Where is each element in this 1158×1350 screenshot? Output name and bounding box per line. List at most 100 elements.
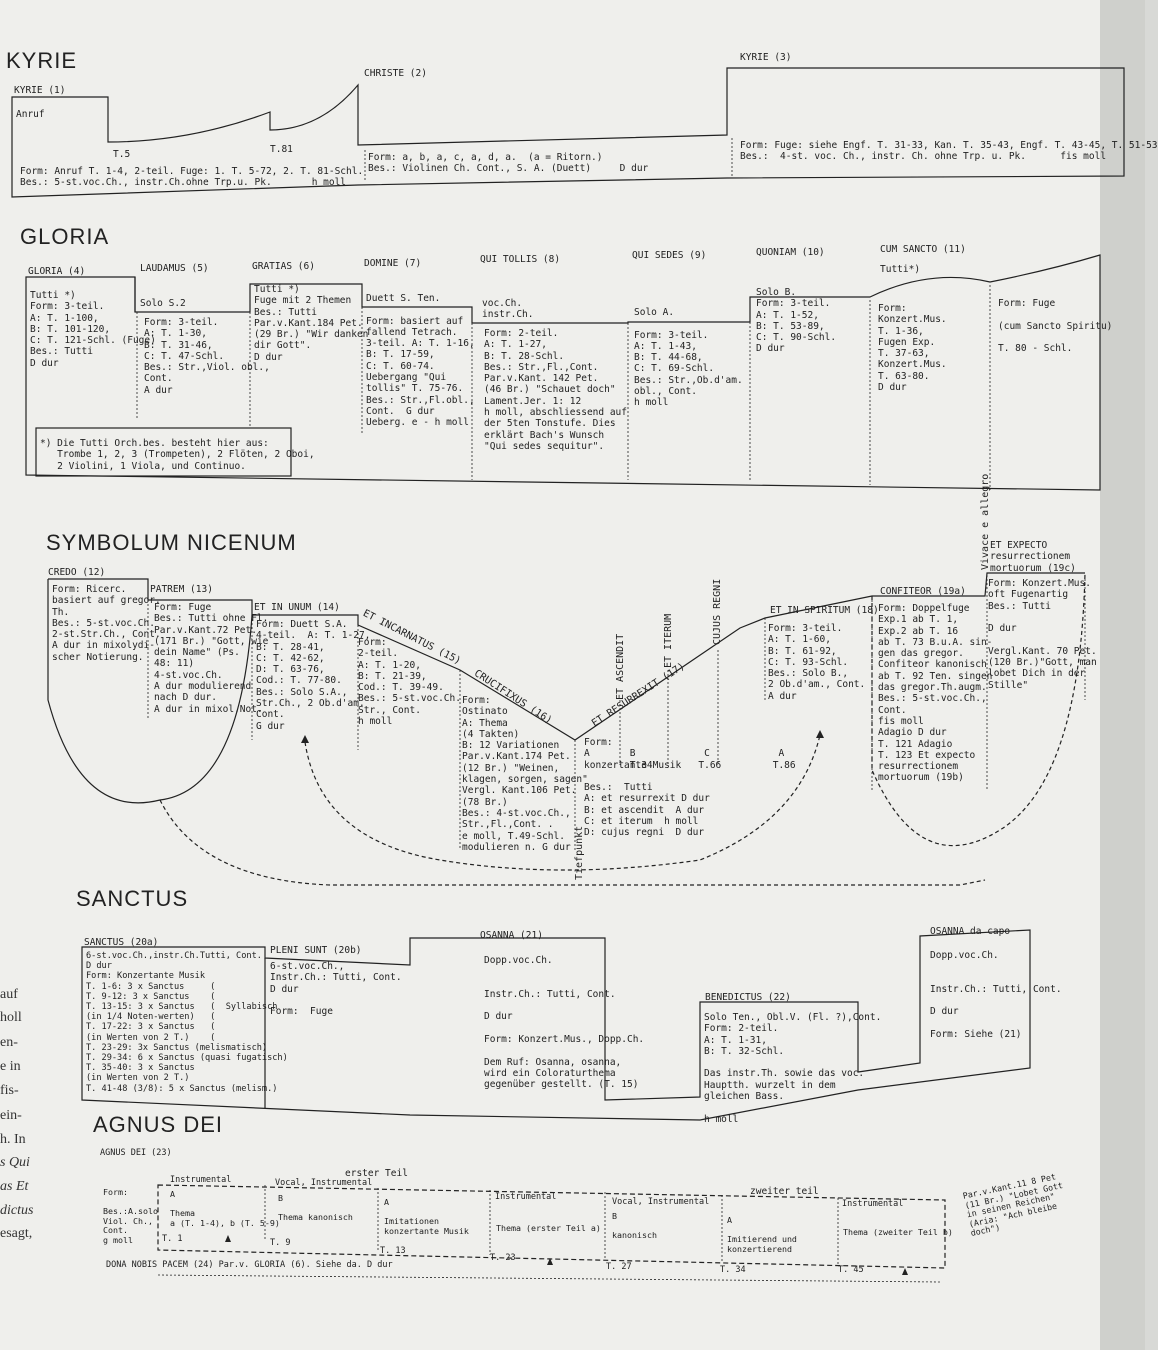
adjacent-page-text: auf holl en- e in fis- ein- h. In s Qui … — [0, 940, 60, 1241]
credo-label: CREDO (12) — [48, 567, 106, 578]
cum-sancto-label: CUM SANCTO (11) — [880, 244, 966, 255]
agnus-t23: T. 23 — [490, 1253, 516, 1263]
domine-text: Duett S. Ten. Form: basiert auf fallend … — [366, 293, 475, 429]
crucifixus-text: Form: Ostinato A: Thema (4 Takten) B: 12… — [462, 695, 588, 853]
agnus-t34: T. 34 — [720, 1265, 746, 1275]
expecto-text: Form: Konzert.Mus. oft Fugenartig Bes.: … — [988, 578, 1097, 691]
patrem-text: Form: Fuge Bes.: Tutti ohne Fl. Par.v.Ka… — [154, 602, 269, 715]
qui-sedes-label: QUI SEDES (9) — [632, 250, 707, 261]
agnus-t1: T. 1 — [162, 1234, 183, 1244]
osanna-text: Dopp.voc.Ch. Instr.Ch.: Tutti, Cont. D d… — [484, 955, 645, 1091]
cum-sancto-text: Form: Konzert.Mus. T. 1-36, Fugen Exp. T… — [878, 303, 947, 394]
heading-sanctus: SANCTUS — [76, 886, 189, 911]
agnus-col-3: A Imitationen konzertante Musik — [384, 1197, 469, 1236]
erster-teil: erster Teil — [345, 1168, 408, 1179]
instr-2: Instrumental — [495, 1192, 557, 1202]
gloria-footnote-box — [35, 427, 292, 477]
credo-connector — [159, 799, 986, 886]
left-page-line: fis- — [0, 1083, 19, 1098]
agnus-label: AGNUS DEI (23) — [100, 1148, 172, 1158]
agnus-t27: T. 27 — [606, 1262, 632, 1272]
arrow-up — [547, 1258, 553, 1265]
benedictus-text: Solo Ten., Obl.V. (Fl. ?),Cont. Form: 2-… — [704, 1012, 882, 1125]
cum-sancto-right: Form: Fuge (cum Sancto Spiritu) T. 80 - … — [998, 298, 1113, 355]
christe-form: Form: a, b, a, c, a, d, a. (a = Ritorn.)… — [368, 152, 649, 175]
osanna-capo-text: Dopp.voc.Ch. Instr.Ch.: Tutti, Cont. D d… — [930, 950, 1062, 1041]
laudamus-text: Form: 3-teil. A: T. 1-30, B: T. 31-46, C… — [144, 317, 270, 396]
instr-3: Instrumental — [842, 1199, 904, 1209]
qui-tollis-label: QUI TOLLIS (8) — [480, 254, 561, 265]
qui-tollis-top: voc.Ch. instr.Ch. — [482, 298, 534, 321]
kyrie-3-label: KYRIE (3) — [740, 52, 792, 63]
left-page-line: as Et — [0, 1179, 29, 1194]
agnus-left: Form: Bes.:A.solo Viol. Ch., Cont. g mol… — [103, 1187, 158, 1245]
osanna-label: OSANNA (21) — [480, 930, 543, 941]
page-edge — [1100, 0, 1145, 1350]
gratias-text: Tutti *) Fuge mit 2 Themen Bes.: Tutti P… — [254, 284, 369, 363]
agnus-col-4: Thema (erster Teil a) — [496, 1223, 601, 1233]
left-page-line: esagt, — [0, 1226, 33, 1241]
gloria-footnote: *) Die Tutti Orch.bes. besteht hier aus:… — [40, 438, 315, 472]
resurrexit-bars: T.34 T.66 T.86 — [584, 760, 796, 771]
et-in-unum-text: Form: Duett S.A. 4-teil. A: T. 1-27, B: … — [256, 619, 371, 732]
qui-sedes-text: Solo A. Form: 3-teil. A: T. 1-43, B: T. … — [634, 307, 743, 409]
agnus-t45: T. 45 — [838, 1265, 864, 1275]
vocal-2: Vocal, Instrumental — [612, 1197, 710, 1207]
agnus-outline — [157, 1184, 946, 1269]
agnus-col-5: B kanonisch — [612, 1211, 657, 1240]
christe-label: CHRISTE (2) — [364, 68, 427, 79]
heading-kyrie: KYRIE — [6, 48, 78, 73]
heading-agnus: AGNUS DEI — [93, 1112, 224, 1137]
confiteor-label: CONFITEOR (19a) — [880, 586, 966, 597]
left-page-line: holl — [0, 1010, 22, 1025]
quoniam-label: QUONIAM (10) — [756, 247, 825, 258]
confiteor-text: Form: Doppelfuge Exp.1 ab T. 1, Exp.2 ab… — [878, 603, 993, 784]
sanctus-outline — [81, 929, 1031, 1121]
anruf-label: Anruf — [16, 109, 45, 120]
gloria-4-label: GLORIA (4) — [28, 266, 86, 277]
incarnatus-text: Form: 2-teil. A: T. 1-20, B: T. 21-39, C… — [358, 637, 461, 728]
vocal-1: Vocal, Instrumental — [275, 1178, 373, 1188]
agnus-col-7: Thema (zweiter Teil b) — [843, 1227, 953, 1237]
resurrexit-letters: A B C A — [584, 748, 785, 759]
iterum-label: ET ITERUM — [663, 613, 674, 668]
spiritum-text: Form: 3-teil. A: T. 1-60, B: T. 61-92, C… — [768, 623, 866, 702]
left-page-line: dictus — [0, 1203, 34, 1218]
left-page-line: auf — [0, 987, 18, 1002]
cum-sancto-tutti: Tutti*) — [880, 264, 921, 275]
gratias-label: GRATIAS (6) — [252, 261, 315, 272]
kyrie-1-label: KYRIE (1) — [14, 85, 66, 96]
credo-inner-arc — [304, 734, 821, 871]
left-page-line: ein- — [0, 1108, 22, 1123]
laudamus-solo: Solo S.2 — [140, 298, 186, 309]
resurrexit-form: Form: konzertante Musik Bes.: Tutti A: e… — [584, 737, 710, 839]
agnus-t9: T. 9 — [270, 1238, 291, 1248]
gloria-outline — [25, 254, 1101, 491]
arrow-up — [301, 735, 309, 743]
ascendit-label: ET ASCENDIT — [615, 633, 626, 700]
arrow-up — [902, 1268, 908, 1275]
heading-symbolum: SYMBOLUM NICENUM — [46, 530, 297, 555]
left-page-line: h. In — [0, 1132, 26, 1147]
agnus-col-1: A Thema a (T. 1-4), b (T. 5-9) — [170, 1189, 280, 1228]
sanctus-text: 6-st.voc.Ch.,instr.Ch.Tutti, Cont. D dur… — [86, 951, 288, 1094]
arrow-up — [225, 1235, 231, 1242]
agnus-t13: T. 13 — [380, 1246, 406, 1256]
credo-text: Form: Ricerc. basiert auf gregor. Th. Be… — [52, 584, 161, 663]
kyrie-outline — [11, 67, 1125, 198]
qui-tollis-text: Form: 2-teil. A: T. 1-27, B: T. 28-Schl.… — [484, 328, 627, 452]
pleni-text: 6-st.voc.Ch., Instr.Ch.: Tutti, Cont. D … — [270, 961, 402, 1018]
quoniam-text: Solo B. Form: 3-teil. A: T. 1-52, B: T. … — [756, 287, 837, 355]
sanctus-label: SANCTUS (20a) — [84, 937, 159, 948]
spiritum-label: ET IN SPIRITUM (18) — [770, 605, 879, 616]
osanna-capo-label: OSANNA da capo — [930, 926, 1011, 937]
zweiter-teil: zweiter teil — [750, 1186, 819, 1197]
agnus-col-2: B Thema kanonisch — [278, 1193, 353, 1222]
gloria-4-text: Tutti *) Form: 3-teil. A: T. 1-100, B: T… — [30, 290, 156, 369]
expecto-label: ET EXPECTO resurrectionem mortuorum (19c… — [990, 540, 1076, 574]
et-in-unum-label: ET IN UNUM (14) — [254, 602, 340, 613]
cujus-label: CUJUS REGNI — [712, 578, 723, 645]
domine-label: DOMINE (7) — [364, 258, 422, 269]
